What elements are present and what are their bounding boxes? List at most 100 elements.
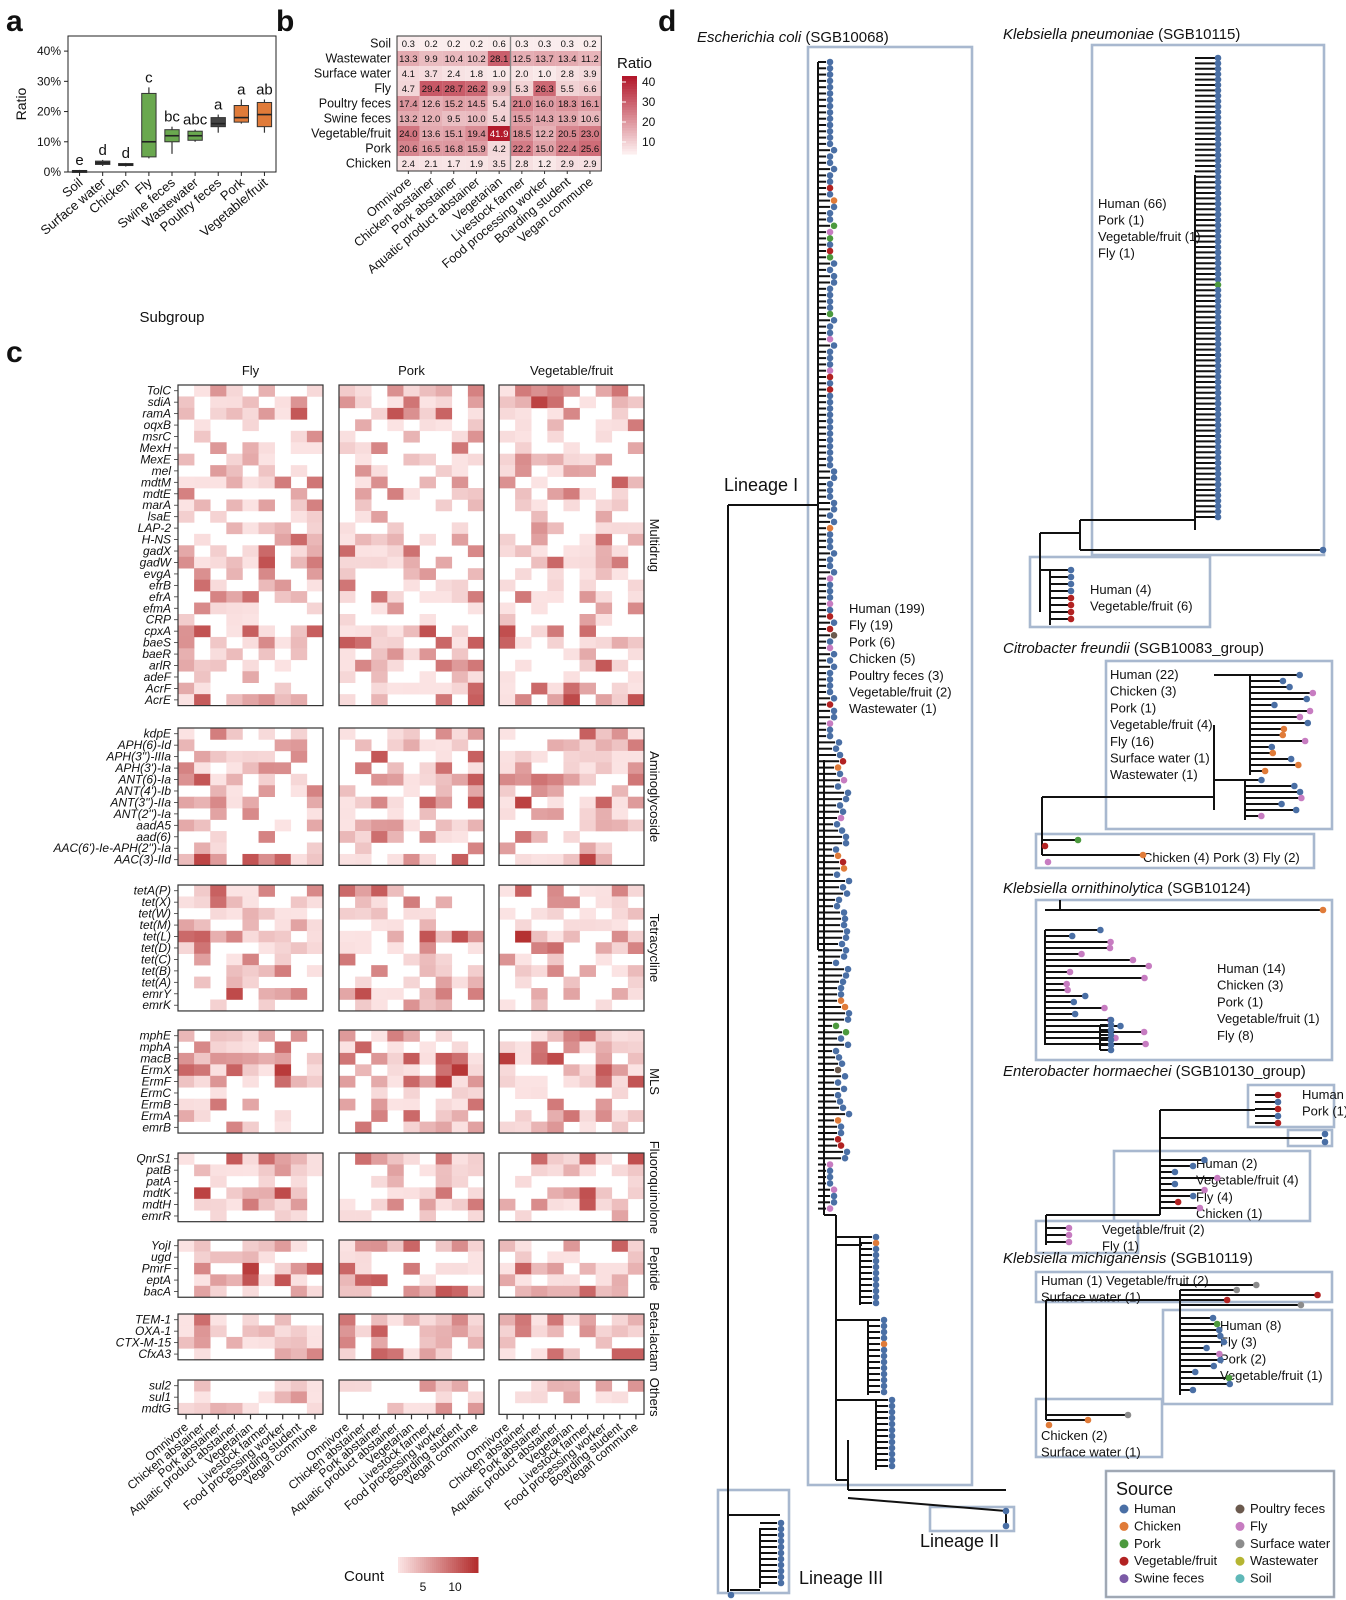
heatmap-cell-label: 2.4 (447, 69, 460, 80)
count-cell (403, 819, 420, 832)
count-cell (467, 965, 485, 977)
count-cell (387, 659, 404, 672)
count-cell (387, 808, 404, 820)
count-cell (194, 476, 211, 489)
count-cell (194, 556, 211, 569)
legend-entry: Surface water (1250, 1536, 1331, 1551)
tree-tip (1214, 346, 1222, 353)
tree-tip (880, 1346, 888, 1354)
tree-tip (826, 556, 834, 563)
count-cell (403, 1348, 420, 1361)
heatmap-cell (465, 96, 488, 111)
tree-tip (1314, 1291, 1321, 1299)
tree-tip (1274, 1098, 1282, 1106)
tree-tip (826, 638, 834, 645)
gene-label: tet(B) (142, 964, 171, 978)
count-cell (467, 819, 485, 832)
count-cell (627, 522, 645, 535)
count-cell (531, 1285, 548, 1298)
count-cell (419, 1380, 436, 1392)
kpneu-main-box (1090, 43, 1326, 557)
legend-gradient-step (444, 1557, 447, 1573)
count-cell (355, 907, 372, 920)
count-cell (563, 385, 580, 397)
tree-tip (1214, 286, 1222, 294)
tree-tip (826, 720, 834, 727)
clade-count: Vegetable/fruit (4) (1110, 717, 1213, 732)
tree-tip (845, 877, 853, 885)
gene-label: ANT(4')-Ib (115, 784, 171, 798)
gene-label: ErmX (141, 1063, 172, 1077)
tree-tip (888, 1426, 896, 1434)
heatmap-cell (397, 141, 420, 156)
count-cell (435, 659, 453, 672)
count-cell (467, 545, 485, 558)
legend-gradient-step (474, 1557, 477, 1573)
count-cell (563, 1380, 580, 1392)
count-cell (371, 1314, 388, 1326)
tree-tip (826, 291, 834, 299)
significance-letter: a (237, 81, 246, 98)
tree-tip (1301, 737, 1309, 745)
count-cell (178, 896, 195, 909)
count-cell (499, 1075, 516, 1088)
count-cell (210, 785, 227, 797)
count-cell (178, 853, 195, 866)
tree-tip (826, 58, 834, 66)
count-cell (355, 1325, 372, 1338)
tree-tip (832, 846, 840, 853)
heatmap-cell (487, 111, 511, 126)
count-cell (242, 591, 259, 603)
count-cell (627, 773, 645, 786)
heatmap-cell-label: 29.4 (422, 84, 441, 95)
count-cell (515, 636, 532, 649)
heatmap-cell-label: 0.6 (493, 39, 506, 50)
legend-gradient-step (450, 1557, 453, 1573)
count-cell (403, 545, 420, 558)
count-cell (611, 907, 629, 920)
count-cell (435, 1064, 453, 1077)
count-cell (595, 694, 613, 706)
count-cell (499, 1325, 516, 1338)
count-cell (306, 1402, 324, 1415)
count-cell (451, 1198, 469, 1211)
count-cell (627, 976, 645, 989)
tree-tip (826, 657, 834, 664)
tree-tip (836, 1098, 844, 1105)
clade-count: Vegetable/fruit (6) (1090, 599, 1193, 614)
species-name: Klebsiella michiganensis (1003, 1250, 1167, 1267)
tree-tip (888, 1420, 896, 1428)
count-cell (611, 396, 629, 409)
tree-tip (826, 613, 834, 620)
count-cell (226, 1041, 243, 1054)
heatmap-cell (555, 51, 579, 66)
tree-tip (1214, 340, 1222, 348)
clade-count: Pork (1) (1098, 213, 1144, 228)
count-cell (467, 988, 485, 1000)
count-cell (547, 853, 564, 866)
tree-tip (1214, 394, 1222, 402)
count-cell (226, 1064, 243, 1077)
tree-tip (844, 1041, 852, 1049)
count-cell (419, 568, 436, 580)
count-cell (403, 453, 420, 466)
count-cell (611, 556, 629, 569)
y-tick-label: 0% (44, 165, 62, 179)
count-cell (467, 1052, 485, 1065)
count-cell (355, 942, 372, 954)
count-cell (515, 488, 532, 500)
tree-tip (841, 915, 849, 923)
tree-tip (1107, 938, 1114, 946)
count-cell (242, 671, 259, 683)
count-cell (210, 1087, 227, 1099)
count-cell (290, 556, 308, 569)
tree-tip (1279, 677, 1287, 685)
tree-tip (1214, 157, 1222, 164)
count-cell (547, 694, 564, 706)
count-cell (515, 831, 532, 843)
count-cell (306, 942, 324, 954)
count-cell (595, 919, 613, 932)
count-cell (547, 965, 564, 977)
count-cell (371, 907, 388, 920)
count-cell (451, 1240, 469, 1252)
